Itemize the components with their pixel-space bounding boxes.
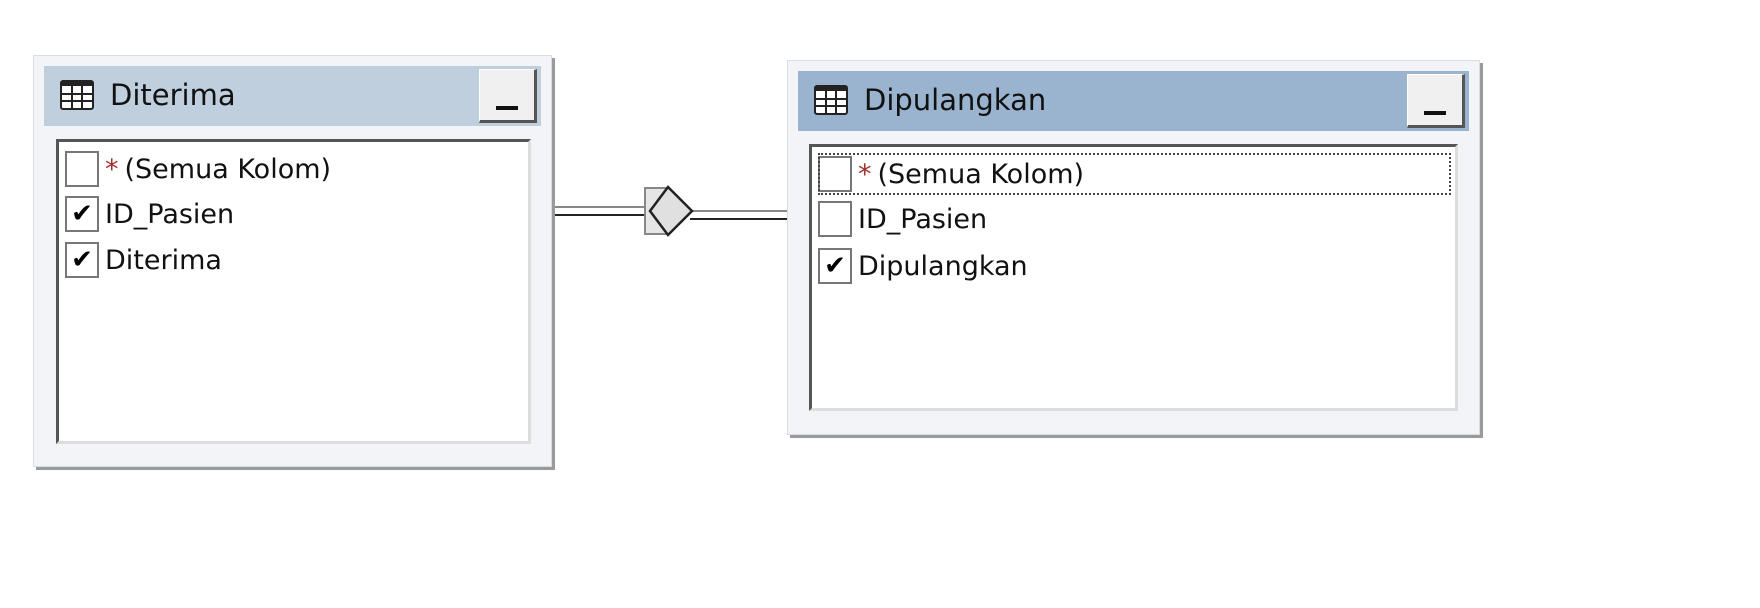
column-list[interactable]: *(Semua Kolom) ID_Pasien ✔Dipulangkan	[809, 144, 1458, 411]
minimize-button[interactable]	[1407, 74, 1465, 128]
column-checkbox[interactable]: ✔	[65, 242, 99, 278]
table-icon	[814, 85, 848, 115]
table-title-bar[interactable]: Diterima	[44, 66, 541, 126]
table-title: Dipulangkan	[864, 83, 1047, 117]
column-label: Dipulangkan	[858, 250, 1028, 282]
column-row-all[interactable]: *(Semua Kolom)	[818, 153, 1451, 195]
column-checkbox[interactable]: ✔	[65, 196, 99, 232]
table-window-diterima[interactable]: Diterima *(Semua Kolom) ✔ID_Pasien ✔Dite…	[33, 55, 552, 467]
column-row-diterima[interactable]: ✔Diterima	[65, 239, 524, 281]
column-checkbox[interactable]	[818, 201, 852, 237]
table-icon	[60, 80, 94, 110]
table-window-dipulangkan[interactable]: Dipulangkan *(Semua Kolom) ID_Pasien ✔Di…	[787, 60, 1480, 435]
column-row-dipulangkan[interactable]: ✔Dipulangkan	[818, 245, 1451, 287]
column-row-id-pasien[interactable]: ID_Pasien	[818, 198, 1451, 240]
column-list[interactable]: *(Semua Kolom) ✔ID_Pasien ✔Diterima	[56, 139, 531, 444]
column-row-id-pasien[interactable]: ✔ID_Pasien	[65, 193, 524, 235]
table-title-bar[interactable]: Dipulangkan	[798, 71, 1469, 131]
asterisk: *	[858, 158, 872, 190]
column-label: ID_Pasien	[858, 203, 988, 235]
asterisk: *	[105, 153, 119, 185]
column-row-all[interactable]: *(Semua Kolom)	[65, 148, 524, 190]
column-label: (Semua Kolom)	[877, 158, 1085, 190]
column-label: (Semua Kolom)	[124, 153, 332, 185]
column-checkbox[interactable]	[65, 151, 99, 187]
join-diamond-icon	[648, 185, 694, 237]
table-title: Diterima	[110, 78, 236, 112]
column-checkbox[interactable]	[818, 156, 852, 192]
column-label: Diterima	[105, 244, 222, 276]
column-checkbox[interactable]: ✔	[818, 248, 852, 284]
minimize-button[interactable]	[479, 69, 537, 123]
column-label: ID_Pasien	[105, 198, 235, 230]
